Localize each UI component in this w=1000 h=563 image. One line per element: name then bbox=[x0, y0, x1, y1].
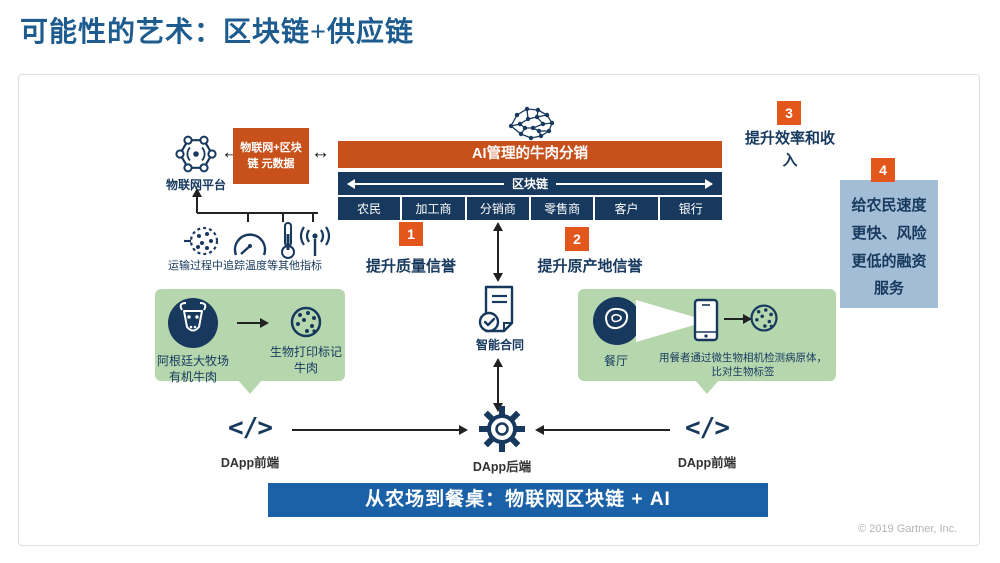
vertical-double-arrow bbox=[491, 222, 505, 282]
dapp-frontend-right-label: DApp前端 bbox=[677, 456, 737, 470]
role-distributor: 分销商 bbox=[464, 197, 529, 220]
code-icon: </> bbox=[228, 413, 273, 443]
farm-source: 阿根廷大牧场有机牛肉 bbox=[155, 297, 231, 385]
flow-arrow-left-to-backend bbox=[292, 425, 468, 435]
benefit-text-1: 提升质量信誉 bbox=[365, 258, 456, 275]
copyright-note: © 2019 Gartner, Inc. bbox=[858, 523, 958, 535]
right-arrow bbox=[724, 314, 752, 324]
role-bank: 银行 bbox=[657, 197, 722, 220]
biosensor-icon bbox=[184, 224, 220, 258]
benefit-badge-2: 2 bbox=[565, 227, 589, 251]
ai-beef-distribution-bar: AI管理的牛肉分销 bbox=[338, 141, 722, 168]
iot-blockchain-metadata-box: 物联网+区块链 元数据 bbox=[233, 128, 309, 184]
cow-icon bbox=[167, 297, 219, 349]
neural-network-icon bbox=[505, 102, 557, 142]
sensor-caption: 运输过程中追踪温度等其他指标 bbox=[168, 260, 322, 272]
role-farmer: 农民 bbox=[357, 202, 382, 216]
restaurant-label: 餐厅 bbox=[603, 354, 628, 368]
blockchain-span-arrow-right bbox=[556, 178, 714, 189]
bio-marker-icon bbox=[748, 302, 780, 334]
benefit-text-3: 提升效率和收入 bbox=[744, 130, 835, 169]
bio-marker-icon bbox=[288, 304, 324, 340]
callout-tail bbox=[238, 380, 262, 394]
blockchain-bar: 区块链 bbox=[338, 172, 722, 195]
farm-to-table-banner: 从农场到餐桌：物联网区块链 + AI bbox=[268, 483, 768, 517]
code-icon: </> bbox=[685, 413, 730, 443]
role-retailer: 零售商 bbox=[528, 197, 593, 220]
farm-marker: 生物打印标记牛肉 bbox=[267, 297, 345, 376]
dapp-frontend-left-label: DApp前端 bbox=[220, 456, 280, 470]
callout-tail bbox=[695, 380, 719, 394]
benefit-badge-1: 1 bbox=[399, 222, 423, 246]
left-right-arrow-icon: ↔ bbox=[311, 142, 330, 163]
supply-chain-roles-row: 农民 加工商 分销商 零售商 客户 银行 bbox=[338, 197, 722, 220]
antenna-icon bbox=[297, 222, 333, 258]
iot-network-icon bbox=[172, 130, 220, 178]
farm-box: 阿根廷大牧场有机牛肉 生物打印标记牛肉 bbox=[155, 289, 345, 394]
flow-arrow-right-to-backend bbox=[535, 425, 670, 435]
role-customer: 客户 bbox=[593, 197, 657, 220]
benefit-text-2: 提升原产地信誉 bbox=[537, 258, 643, 275]
dapp-backend-label: DApp后端 bbox=[472, 460, 532, 474]
gauge-icon bbox=[231, 229, 269, 259]
farmer-financing-box: 给农民速度更快、风险更低的融资服务 bbox=[840, 180, 938, 308]
restaurant-box: 餐厅 用餐者通过微生物相机检测病原体，比对生物标签 bbox=[578, 289, 836, 394]
blockchain-span-arrow-left bbox=[347, 178, 504, 189]
sensor-bracket-arrow bbox=[190, 188, 325, 224]
thermometer-icon bbox=[278, 221, 298, 259]
right-arrow bbox=[237, 318, 269, 328]
vertical-double-arrow bbox=[491, 358, 505, 412]
benefit-badge-3: 3 bbox=[777, 101, 801, 125]
steak-icon bbox=[592, 296, 642, 346]
smart-contract-icon bbox=[477, 284, 523, 334]
benefit-badge-4: 4 bbox=[871, 158, 895, 182]
blockchain-label: 区块链 bbox=[512, 177, 549, 191]
page-title: 可能性的艺术：区块链+供应链 bbox=[20, 17, 414, 48]
smart-contract-label: 智能合同 bbox=[475, 338, 524, 352]
gear-icon bbox=[479, 406, 525, 452]
farm-source-label: 阿根廷大牧场有机牛肉 bbox=[156, 354, 229, 384]
iot-platform-label: 物联网平台 bbox=[165, 178, 226, 192]
farm-marker-label: 生物打印标记牛肉 bbox=[269, 345, 342, 375]
detection-label: 用餐者通过微生物相机检测病原体，比对生物标签 bbox=[659, 352, 827, 378]
role-processor: 加工商 bbox=[400, 197, 464, 220]
scan-beam bbox=[636, 300, 708, 342]
phone-icon bbox=[693, 298, 719, 342]
